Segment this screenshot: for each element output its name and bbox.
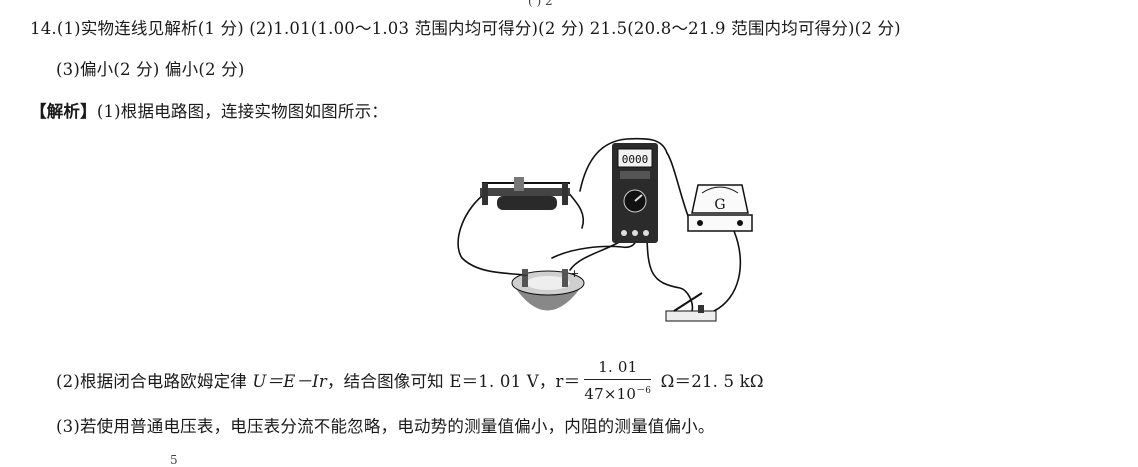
fraction-denominator-exponent: －6 [636,386,652,396]
resistance-result: Ω＝21. 5 kΩ [655,372,764,391]
wire-rheostat-left [457,195,528,276]
crop-mark: ( ) 2 [528,0,553,8]
analysis-part-1-text: (1)根据电路图，连接实物图如图所示： [96,102,388,121]
fraction-denominator-base: 47×10 [584,385,637,403]
analysis-part-3: (3)若使用普通电压表，电压表分流不能忽略，电动势的测量值偏小，内阻的测量值偏小… [56,417,715,436]
knife-switch [665,292,717,322]
wire-meter-to-switch [646,230,694,312]
galvanometer-label: G [714,197,725,213]
analysis-part-2-mid: ，结合图像可知 [326,372,450,391]
rheostat [480,177,570,210]
analysis-label: 【解析】 [30,102,97,121]
circuit-figure: 0000 G － + [457,137,753,322]
page-number: 5 [170,453,178,467]
wire-meter-to-g [666,152,691,222]
answer-line-2: (3)偏小(2 分) 偏小(2 分) [56,60,245,79]
wire-rheostat-right [566,190,585,229]
analysis-part-2-prefix: (2)根据闭合电路欧姆定律 [56,372,253,391]
fraction-denominator: 47×10－6 [584,380,651,403]
ohm-law-equation: U＝E－Ir [252,372,327,391]
answer-line-1: 14.(1)实物连线见解析(1 分) (2)1.01(1.00～1.03 范围内… [30,19,901,38]
multimeter: 0000 [612,143,658,243]
analysis-part-1: 【解析】(1)根据电路图，连接实物图如图所示： [30,98,388,122]
fraction-numerator: 1. 01 [584,358,652,380]
fruit-plus-label: + [570,267,579,280]
emf-value: E＝1. 01 V [449,372,539,391]
meter-display: 0000 [622,153,649,166]
wire-g-to-switch [713,230,742,312]
analysis-part-2: (2)根据闭合电路欧姆定律 U＝E－Ir，结合图像可知 E＝1. 01 V，r＝… [56,358,764,405]
r-prefix: ，r＝ [538,372,581,391]
galvanometer: G [687,184,753,232]
wire-meter-top [579,137,668,192]
fruit-battery: － + [511,267,585,311]
fruit-minus-label: － [518,269,529,282]
